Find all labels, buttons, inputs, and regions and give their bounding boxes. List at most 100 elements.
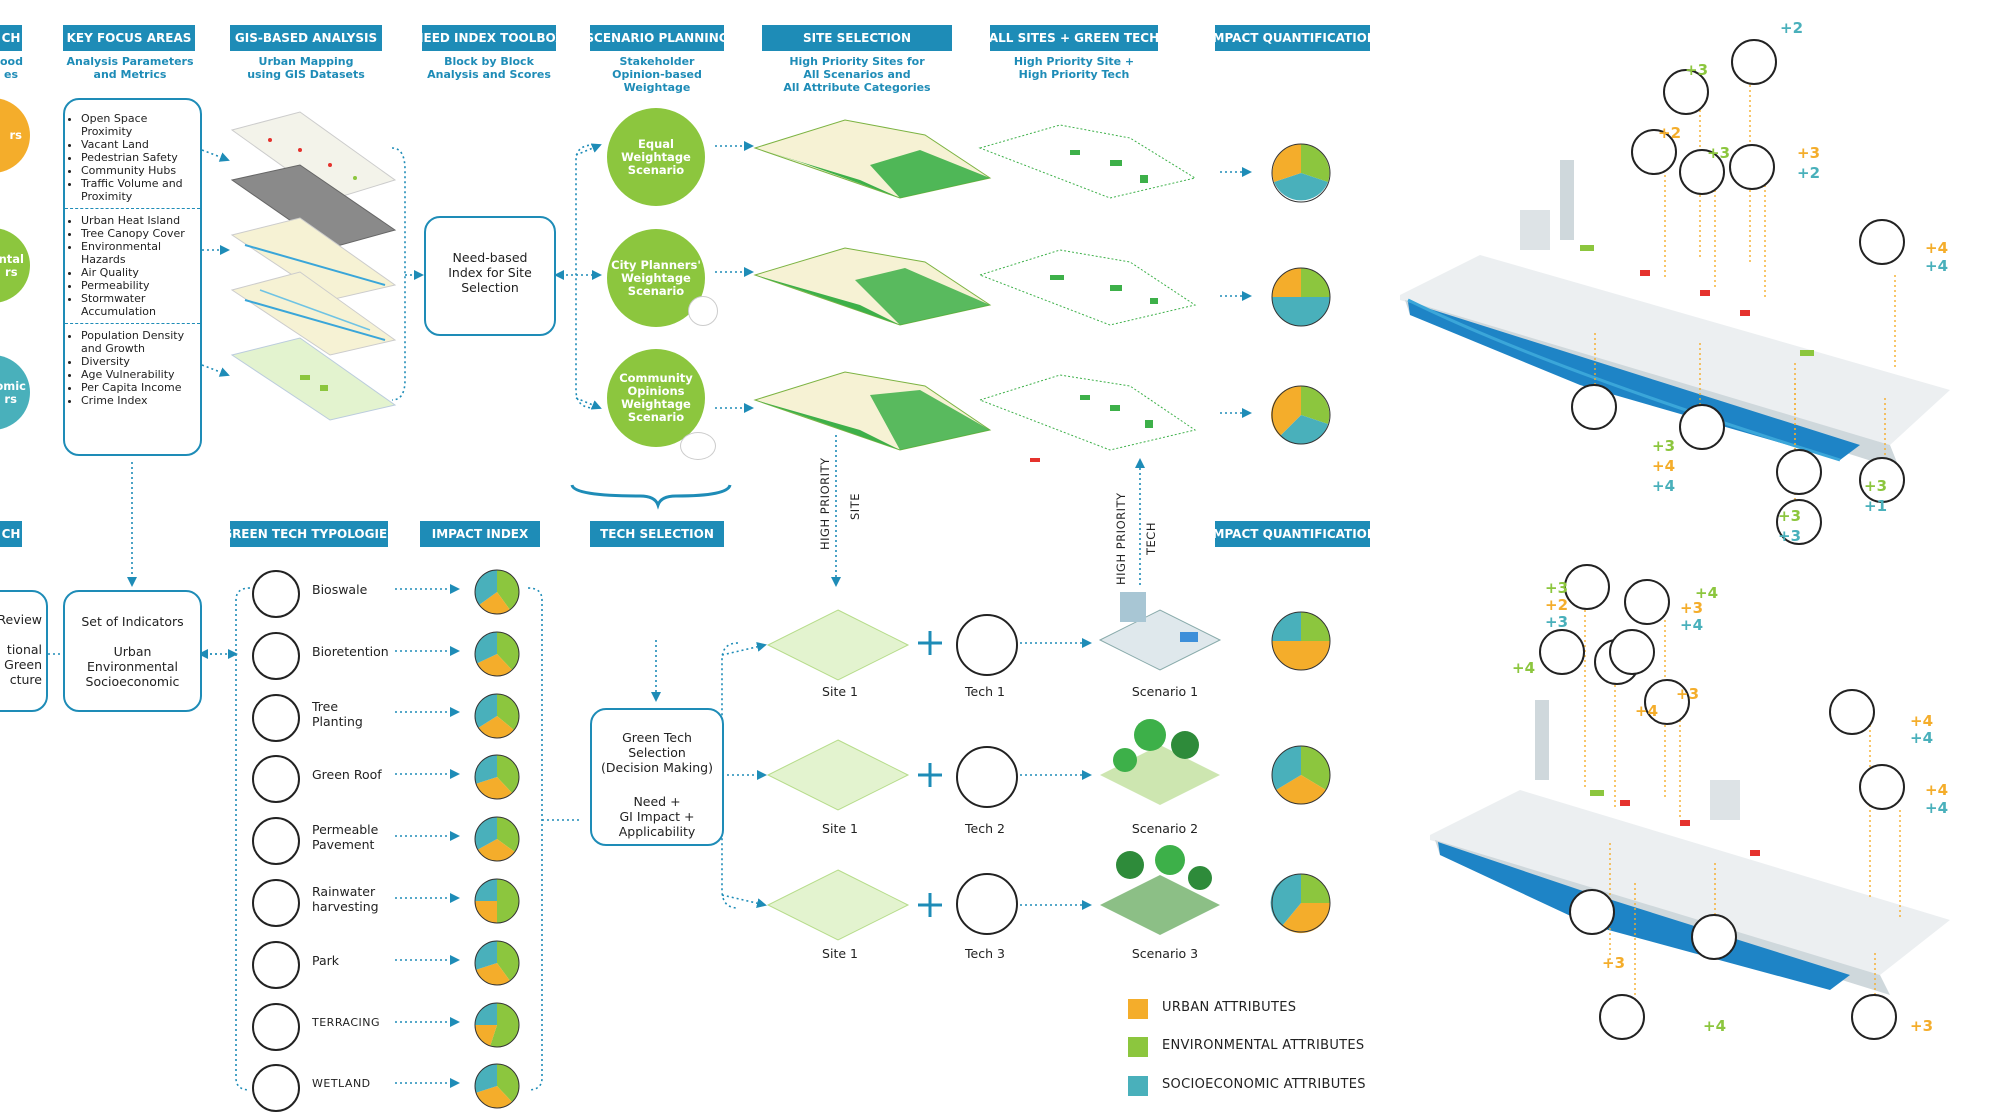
focus-item: Diversity — [81, 355, 194, 368]
impact-index-pie — [473, 815, 521, 863]
score-label: +3 — [1676, 685, 1700, 703]
focus-item: Vacant Land — [81, 138, 194, 151]
legend-socioeconomic: SOCIOECONOMIC ATTRIBUTES — [1162, 1077, 1366, 1092]
scenario-equal: Equal Weightage Scenario — [607, 108, 705, 206]
site-label-2: Site 1 — [822, 821, 858, 836]
focus-separator — [65, 208, 200, 209]
score-label: +4 — [1925, 257, 1949, 275]
scenario-label-3: Scenario 3 — [1131, 946, 1199, 961]
score-label: +3 — [1545, 613, 1569, 631]
score-label: +3 — [1778, 507, 1802, 525]
map-tech-icon — [1644, 679, 1690, 725]
subheader-need-index: Block by Block Analysis and Scores — [427, 55, 551, 81]
tech-type-icon — [252, 1064, 300, 1113]
high-priority-tech-a: HIGH PRIORITY — [1114, 492, 1128, 585]
map-tech-icon — [1729, 144, 1775, 190]
header-site-selection: SITE SELECTION — [762, 25, 952, 51]
score-label: +3 — [1707, 144, 1731, 162]
focus-item: Urban Heat Island — [81, 214, 194, 227]
legend-swatch-urban — [1128, 999, 1148, 1019]
scenario-brace — [570, 484, 732, 510]
subheader-scenario: Stakeholder Opinion-based Weightage — [612, 55, 702, 94]
tech-type-icon — [252, 817, 300, 866]
map-tech-icon — [1691, 914, 1737, 960]
impact-index-pie — [473, 1001, 521, 1049]
focus-separator — [65, 323, 200, 324]
city-map-bottom — [1430, 700, 1950, 995]
map-tech-icon — [1859, 457, 1905, 503]
header-green-tech: GREEN TECH TYPOLOGIES — [230, 521, 388, 547]
score-label: +3 — [1652, 437, 1676, 455]
site-label-3: Site 1 — [822, 946, 858, 961]
map-tech-icon — [1609, 629, 1655, 675]
map-tech-icon — [1859, 764, 1905, 810]
map-tech-icon — [1851, 994, 1897, 1040]
connectors — [48, 141, 1252, 1091]
tech-type-label: Green Roof — [312, 767, 382, 783]
impact-index-pie — [473, 568, 521, 616]
score-label: +2 — [1780, 19, 1804, 37]
tech-type-icon — [252, 755, 300, 804]
score-label: +4 — [1695, 584, 1719, 602]
header-all-sites: ALL SITES + GREEN TECH — [990, 25, 1158, 51]
score-label: +3 — [1602, 954, 1626, 972]
focus-item: Traffic Volume and Proximity — [81, 177, 194, 203]
map-tech-icon — [1624, 579, 1670, 625]
score-label: +4 — [1680, 616, 1704, 634]
impact-index-pie — [473, 1062, 521, 1110]
focus-item: Air Quality — [81, 266, 194, 279]
high-priority-tech-b: TECH — [1144, 522, 1158, 555]
map-tech-icon — [1599, 994, 1645, 1040]
tech-type-label: WETLAND — [312, 1077, 371, 1091]
impact-index-pie — [473, 877, 521, 925]
header-impact-index: IMPACT INDEX — [420, 521, 540, 547]
red-marker — [1030, 458, 1040, 462]
impact-pie-4 — [1271, 611, 1331, 671]
tech-type-icon — [252, 940, 300, 989]
all-sites-patches — [1050, 150, 1158, 428]
tech-type-icon — [252, 570, 300, 618]
community-icon — [680, 432, 716, 460]
header-key-focus: KEY FOCUS AREAS — [63, 25, 195, 51]
map-tech-icon — [1564, 564, 1610, 610]
map-tech-icon — [1679, 149, 1725, 195]
score-label: +2 — [1545, 596, 1569, 614]
tech-selection-body: Need + GI Impact + Applicability — [618, 794, 696, 839]
subheader-all-sites: High Priority Site + High Priority Tech — [1013, 55, 1135, 81]
key-focus-box: Open Space ProximityVacant LandPedestria… — [63, 98, 202, 456]
review-text: Review tional Green cture — [0, 612, 42, 687]
map-tech-icon — [1776, 499, 1822, 545]
scenario-label-2: Scenario 2 — [1131, 821, 1199, 836]
impact-pie-6 — [1270, 873, 1331, 934]
tech-label-1: Tech 1 — [965, 684, 1005, 699]
map-tech-icon — [1829, 689, 1875, 735]
focus-item: Stormwater Accumulation — [81, 292, 194, 318]
impact-index-pie — [473, 630, 521, 678]
gis-map-layers — [230, 111, 397, 421]
tech-type-label: Bioswale — [312, 582, 368, 597]
score-label: +4 — [1925, 781, 1949, 799]
tech-type-label: Permeable Pavement — [312, 822, 379, 853]
site-diamonds — [766, 609, 910, 941]
map-tech-icon — [1539, 629, 1585, 675]
focus-item: Per Capita Income — [81, 381, 194, 394]
header-approach-2: CH — [0, 521, 22, 547]
tech-type-label: Bioretention — [312, 643, 389, 659]
focus-group-environmental: Urban Heat IslandTree Canopy CoverEnviro… — [65, 214, 200, 318]
focus-item: Community Hubs — [81, 164, 194, 177]
score-label: +4 — [1703, 1017, 1727, 1035]
score-label: +4 — [1652, 477, 1676, 495]
tech-selection-box: Green Tech Selection (Decision Making) N… — [590, 708, 724, 846]
tech-type-icon — [252, 1002, 300, 1051]
need-index-text: Need-based Index for Site Selection — [448, 250, 532, 295]
score-label: +4 — [1910, 729, 1934, 747]
focus-item: Permeability — [81, 279, 194, 292]
focus-item: Open Space Proximity — [81, 112, 194, 138]
map-tech-icon — [1571, 384, 1617, 430]
legend-environmental: ENVIRONMENTAL ATTRIBUTES — [1162, 1038, 1365, 1053]
tech-type-label: Park — [312, 952, 340, 968]
plus-signs — [918, 631, 942, 917]
tech-type-icon — [252, 693, 300, 742]
map-tech-icon — [1679, 404, 1725, 450]
tech-label-3: Tech 3 — [965, 946, 1005, 961]
